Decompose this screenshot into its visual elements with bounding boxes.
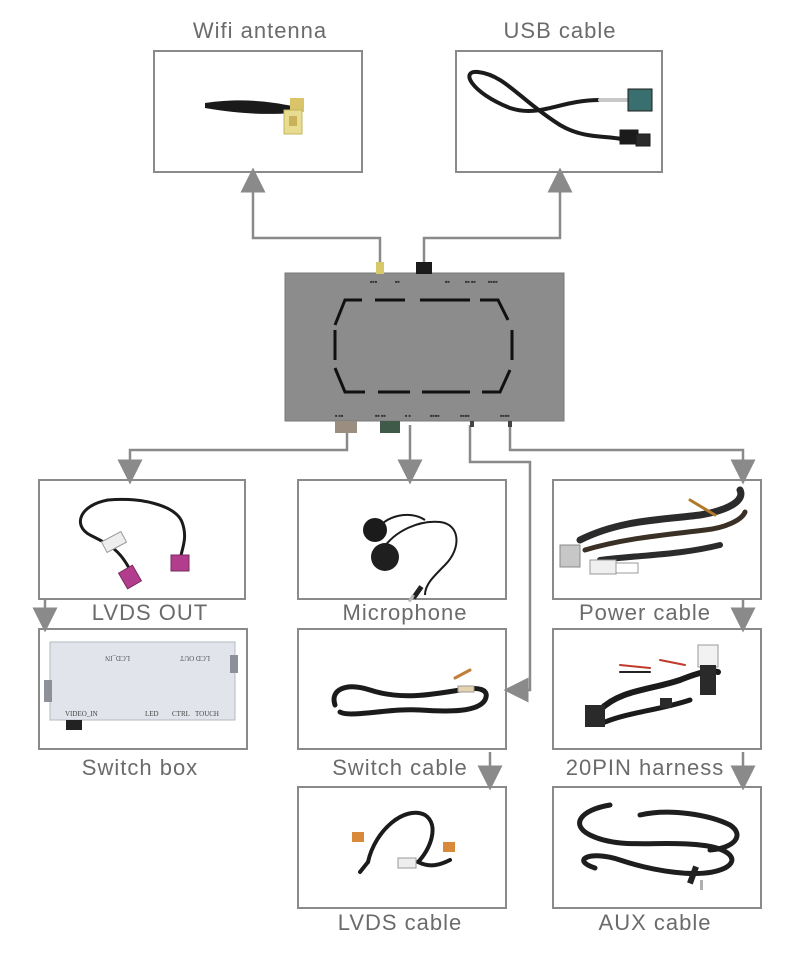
lvds-out-cable-icon xyxy=(78,497,190,590)
switch-box-label: Switch box xyxy=(81,755,199,780)
usb-cable-icon xyxy=(467,69,653,147)
switch-cable-icon xyxy=(331,668,489,717)
svg-text:■■: ■■ xyxy=(395,279,400,284)
switch-box-lcd-out: LCD OUT xyxy=(179,654,210,662)
switch-box-touch: TOUCH xyxy=(195,710,219,718)
usb-port xyxy=(416,262,432,274)
svg-text:■■ ■■: ■■ ■■ xyxy=(465,279,476,284)
svg-text:■ ■■: ■ ■■ xyxy=(335,413,344,418)
aux-cable-icon xyxy=(577,802,740,890)
20pin-harness-label: 20PIN harness xyxy=(565,755,725,780)
lvds-port xyxy=(335,421,357,433)
svg-text:■■ ■■: ■■ ■■ xyxy=(375,413,386,418)
lvds-out-box xyxy=(38,479,246,600)
wifi-antenna-label: Wifi antenna xyxy=(192,18,328,43)
switch-box-icon xyxy=(44,641,238,730)
microphone-icon xyxy=(363,513,458,603)
svg-text:■■: ■■ xyxy=(445,279,450,284)
power-cable-icon xyxy=(559,486,748,575)
microphone-box xyxy=(297,479,507,600)
lvds-cable-box xyxy=(297,786,507,909)
usb-cable-label: USB cable xyxy=(503,18,617,43)
lvds-out-label: LVDS OUT xyxy=(91,600,209,625)
mic-port xyxy=(380,421,400,433)
svg-text:■■■■: ■■■■ xyxy=(460,413,470,418)
connector-wifi xyxy=(240,167,382,265)
svg-text:■■■■: ■■■■ xyxy=(430,413,440,418)
main-module: ■■■ ■■ ■■ ■■ ■■ ■■■■ ■ ■■ ■■ ■■ ■ ■ ■■■■… xyxy=(284,262,565,433)
connector-lvds-out xyxy=(117,425,349,485)
svg-text:■ ■: ■ ■ xyxy=(405,413,412,418)
switch-box-led: LED xyxy=(145,710,159,718)
wifi-antenna-icon xyxy=(205,98,304,135)
lvds-cable-icon xyxy=(352,810,455,874)
aux-cable-label: AUX cable xyxy=(598,910,712,935)
20pin-harness-icon xyxy=(585,644,721,727)
svg-text:■■■: ■■■ xyxy=(370,279,378,284)
svg-text:■■■■: ■■■■ xyxy=(488,279,498,284)
antenna-port xyxy=(376,262,384,274)
connector-usb xyxy=(422,167,573,265)
switch-box-ctrl: CTRL xyxy=(172,710,190,718)
switch-box-video-in: VIDEO_IN xyxy=(65,710,98,718)
switch-cable-label: Switch cable xyxy=(332,755,468,780)
switch-box-lcd-in: LCD_IN xyxy=(105,654,130,662)
power-cable-label: Power cable xyxy=(578,600,712,625)
lvds-cable-label: LVDS cable xyxy=(337,910,463,935)
connector-switch-cable xyxy=(468,425,532,703)
microphone-label: Microphone xyxy=(342,600,468,625)
svg-text:■■■■: ■■■■ xyxy=(500,413,510,418)
connector-power xyxy=(508,425,756,485)
